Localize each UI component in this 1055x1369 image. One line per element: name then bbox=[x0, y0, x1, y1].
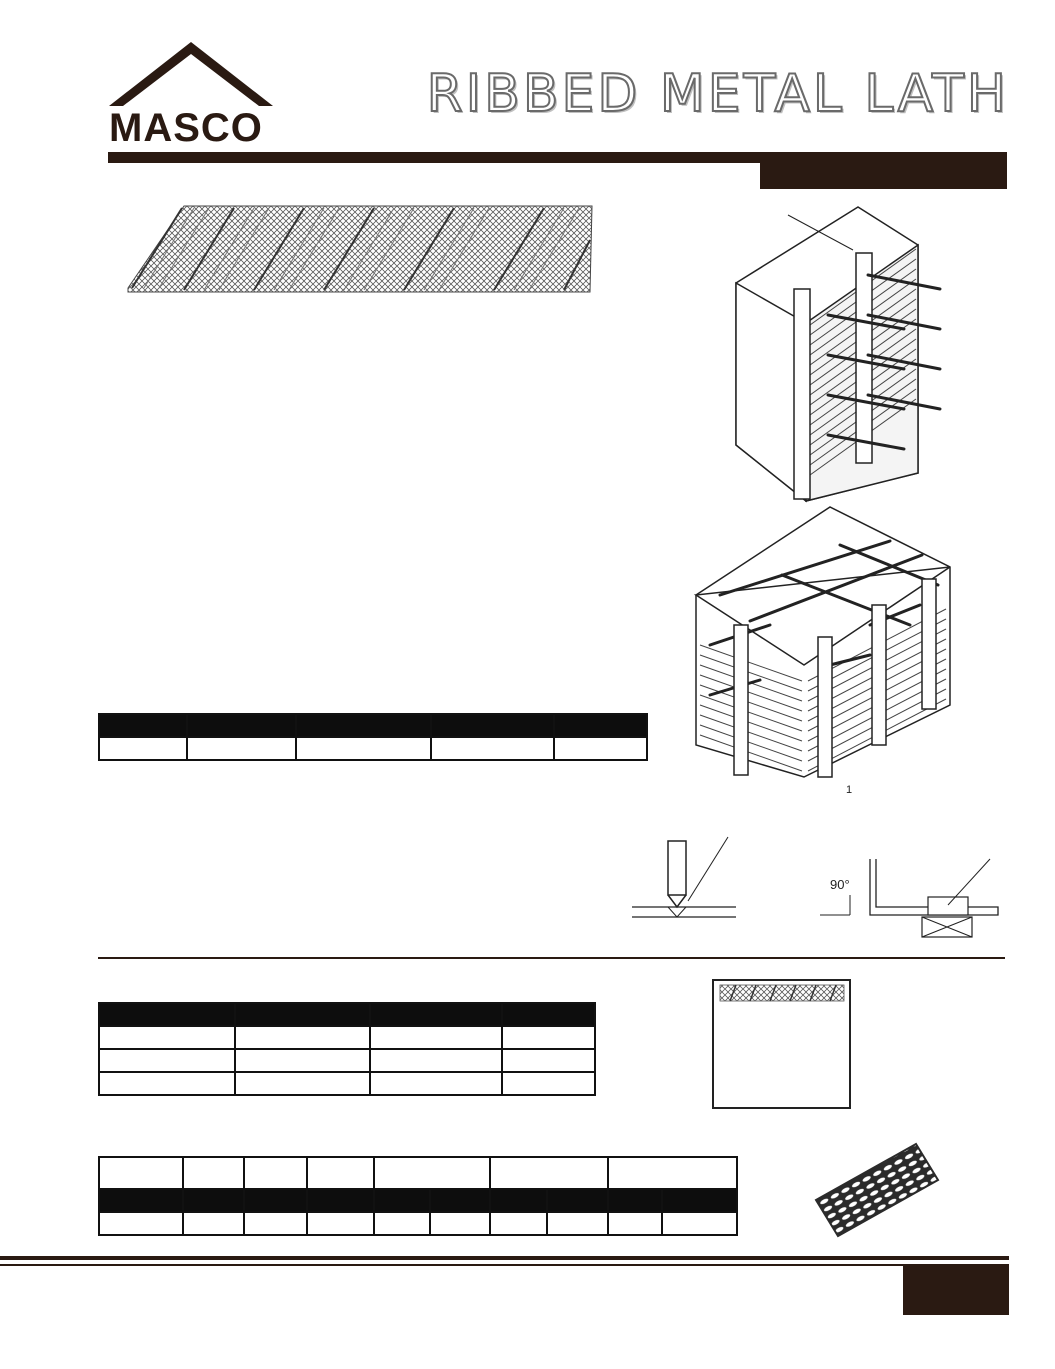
expanded-metal-swatch bbox=[814, 1142, 940, 1238]
column-note-mark: 1 bbox=[846, 784, 852, 795]
masco-logo: MASCO bbox=[105, 40, 280, 150]
header-rule bbox=[108, 152, 1007, 163]
wall-form-illustration bbox=[735, 206, 942, 503]
section-divider bbox=[98, 957, 1005, 959]
lath-sample-box bbox=[712, 979, 851, 1109]
footer-rule-thin bbox=[0, 1264, 1009, 1266]
bend-angle-label: 90° bbox=[830, 877, 850, 892]
lath-sample-strip bbox=[719, 984, 845, 1002]
spec-table-2 bbox=[98, 1002, 596, 1096]
header-tab bbox=[760, 162, 1007, 189]
logo-text: MASCO bbox=[109, 106, 263, 150]
roof-icon bbox=[109, 42, 273, 106]
footer-rule bbox=[0, 1256, 1009, 1260]
page-title: RIBBED METAL LATH bbox=[426, 64, 1009, 124]
spec-table-3 bbox=[98, 1156, 738, 1236]
footer-block bbox=[903, 1265, 1009, 1315]
bend-angle-detail-illustration: 90° bbox=[820, 858, 999, 938]
box-form-illustration: 1 bbox=[693, 506, 951, 795]
ribbed-lath-illustration bbox=[127, 205, 593, 293]
tie-rod-detail-illustration bbox=[632, 836, 736, 918]
spec-table-1 bbox=[98, 713, 648, 761]
